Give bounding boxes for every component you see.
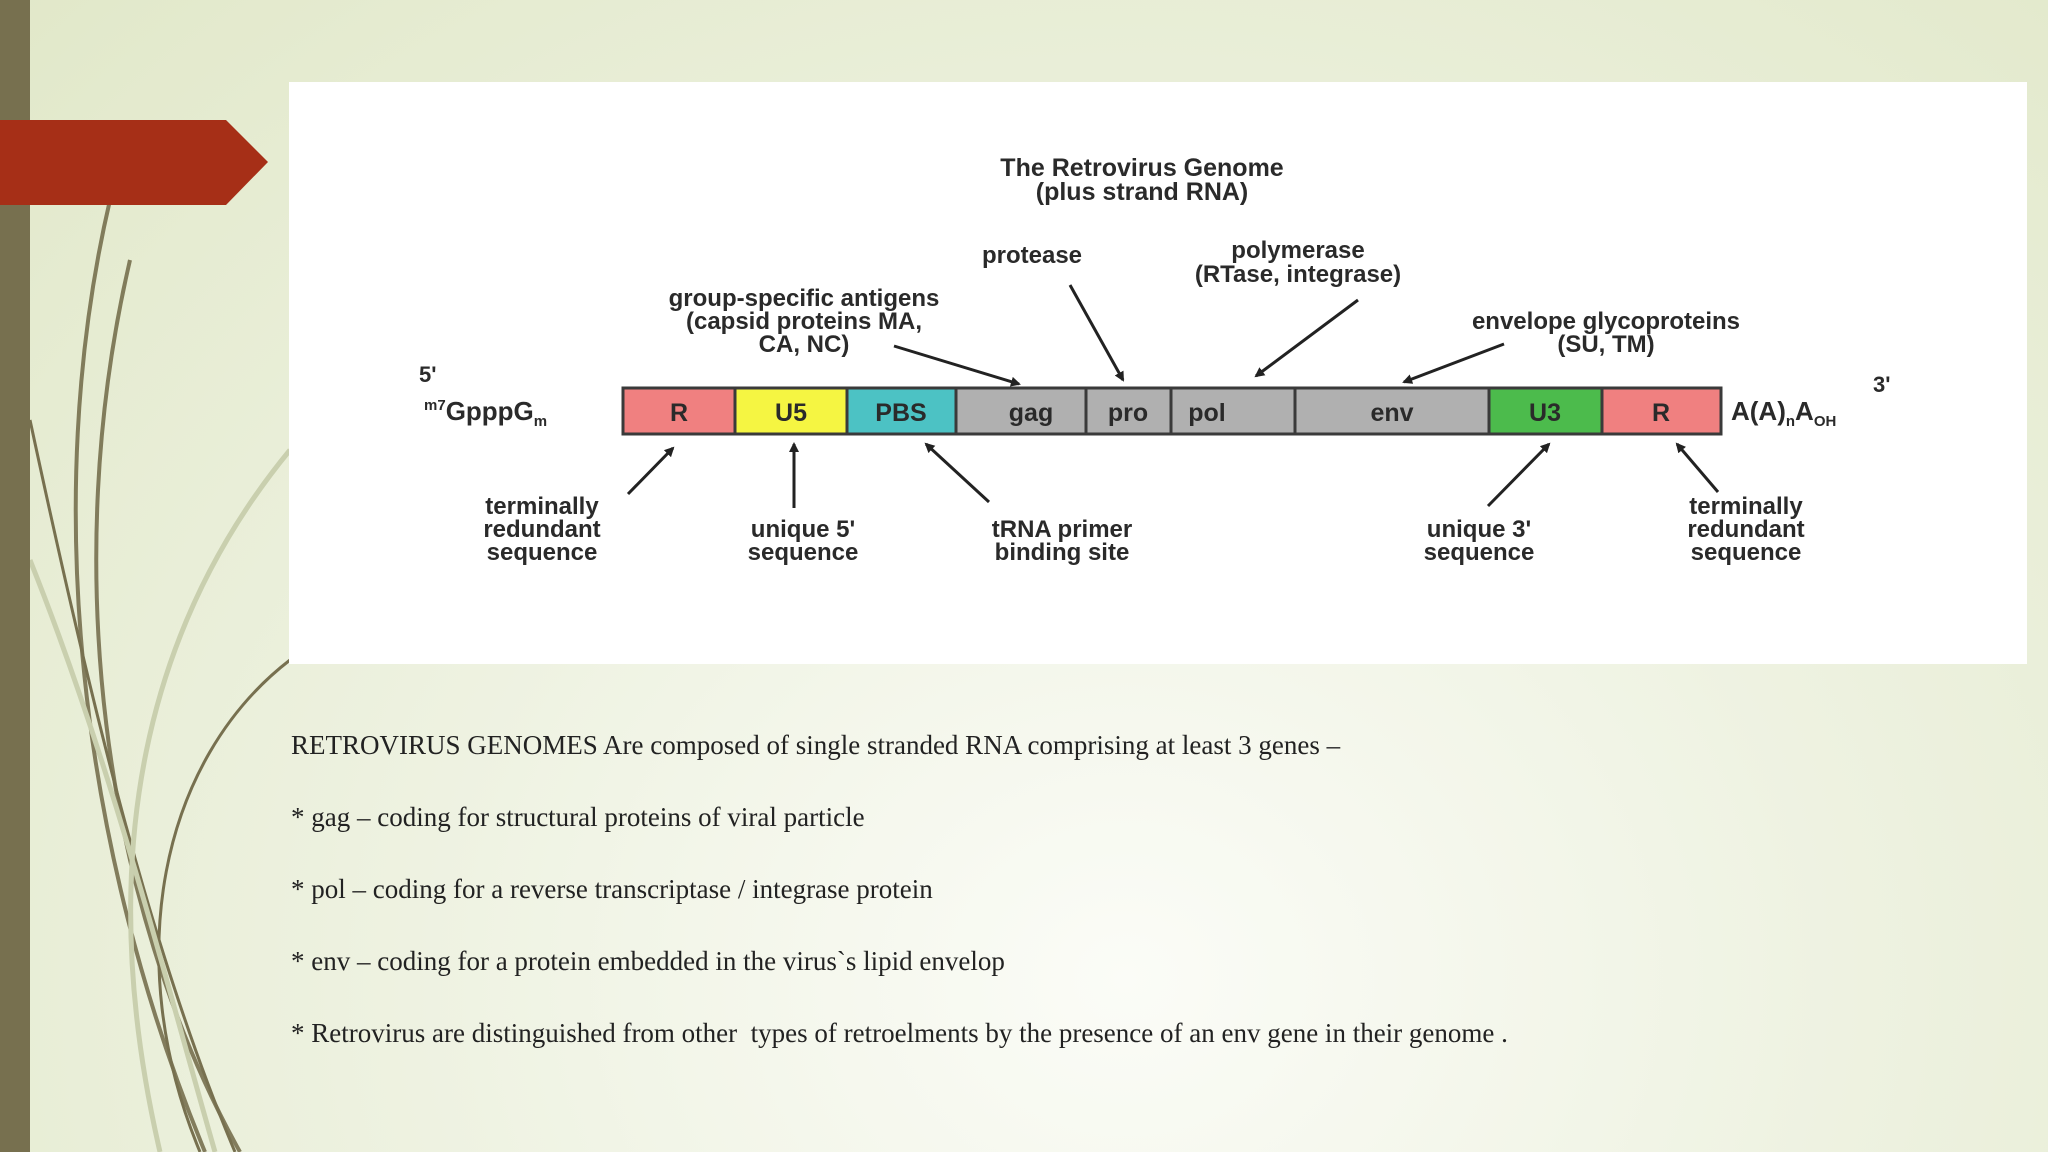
arrow-polymerase — [1254, 298, 1359, 378]
label-term-left-2: redundant — [483, 516, 600, 543]
label-unique3-1: unique 3' — [1427, 516, 1531, 543]
label-term-left-3: sequence — [487, 539, 598, 566]
label-trna-1: tRNA primer — [992, 516, 1132, 543]
text-line-pol: * pol – coding for a reverse transcripta… — [291, 874, 933, 904]
arrow-trna — [924, 442, 991, 504]
label-term-right-2: redundant — [1687, 516, 1804, 543]
segment-label-pol-5: pol — [1188, 399, 1226, 427]
diagram-subtitle: (plus strand RNA) — [1036, 178, 1249, 206]
text-line-gag: * gag – coding for structural proteins o… — [291, 802, 865, 832]
text-line-intro: RETROVIRUS GENOMES Are composed of singl… — [291, 730, 1341, 760]
segment-label-r-0: R — [670, 399, 688, 427]
segment-gag-3 — [954, 386, 1088, 436]
label-term-right-3: sequence — [1691, 539, 1802, 566]
genome-bar: R U5 PBS gag pro pol env U3 R — [621, 386, 1723, 436]
segment-label-env-6: env — [1370, 399, 1413, 427]
label-gsa-1: group-specific antigens — [669, 285, 940, 312]
five-prime-label: 5' — [419, 362, 436, 387]
label-unique5-1: unique 5' — [751, 516, 855, 543]
segment-u3-7 — [1487, 386, 1604, 436]
segment-label-u5-1: U5 — [775, 399, 807, 427]
retrovirus-genome-figure: The Retrovirus Genome (plus strand RNA) … — [289, 82, 2027, 664]
text-line-distinguished: * Retrovirus are distinguished from othe… — [291, 1018, 1508, 1048]
arrow-term-left — [626, 446, 675, 496]
arrow-protease — [1068, 284, 1125, 382]
segment-label-u3-7: U3 — [1529, 399, 1561, 427]
segment-label-r-8: R — [1652, 399, 1670, 427]
three-prime-label: 3' — [1873, 372, 1890, 397]
title-ribbon — [0, 120, 268, 205]
arrow-unique3 — [1486, 442, 1551, 508]
label-polymerase-2: (RTase, integrase) — [1195, 261, 1401, 288]
arrow-envelope — [1402, 342, 1505, 384]
arrow-term-right — [1675, 442, 1720, 493]
label-term-right-1: terminally — [1689, 493, 1803, 520]
text-line-env: * env – coding for a protein embedded in… — [291, 946, 1005, 976]
label-unique3-2: sequence — [1424, 539, 1535, 566]
label-envelope-2: (SU, TM) — [1557, 331, 1654, 358]
segment-pol-5 — [1169, 386, 1297, 436]
label-trna-2: binding site — [995, 539, 1130, 566]
arrow-gsa — [893, 344, 1021, 387]
segment-r-8 — [1600, 386, 1723, 436]
segment-label-gag-3: gag — [1009, 399, 1053, 427]
segment-label-pro-4: pro — [1108, 399, 1148, 427]
segment-pro-4 — [1084, 386, 1173, 436]
segment-pbs-2 — [845, 386, 958, 436]
segment-label-pbs-2: PBS — [875, 399, 926, 427]
label-gsa-3: CA, NC) — [759, 331, 850, 358]
label-gsa-2: (capsid proteins MA, — [686, 308, 922, 335]
diagram-title: The Retrovirus Genome — [1000, 154, 1283, 182]
tail-label: A(A)nAOH — [1731, 396, 1836, 430]
label-envelope-1: envelope glycoproteins — [1472, 308, 1740, 335]
label-protease: protease — [982, 242, 1082, 269]
label-polymerase-1: polymerase — [1231, 237, 1364, 264]
label-unique5-2: sequence — [748, 539, 859, 566]
label-term-left-1: terminally — [485, 493, 599, 520]
cap-label: m7GpppGm — [424, 396, 547, 430]
